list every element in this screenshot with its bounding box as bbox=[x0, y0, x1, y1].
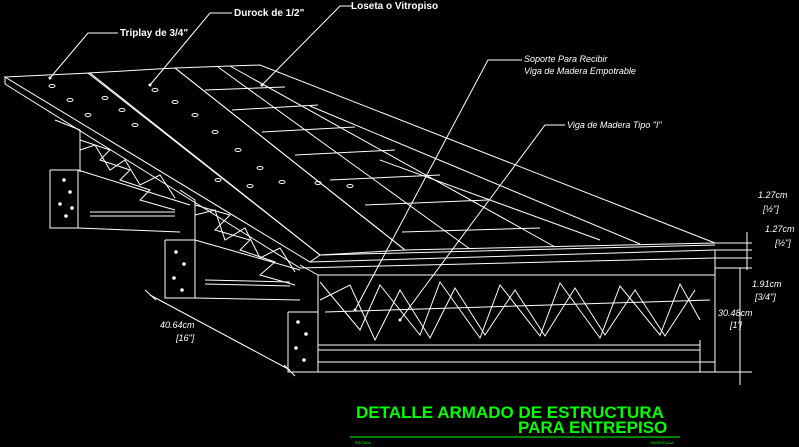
label-soporte-line2: Viga de Madera Empotrable bbox=[524, 66, 636, 76]
bolts-beam-middle bbox=[172, 250, 186, 292]
i-joist-beam-middle bbox=[164, 189, 301, 301]
dim-1-value: 1.27cm bbox=[758, 190, 788, 200]
label-viga-tipo: Viga de Madera Tipo "I" bbox=[567, 120, 663, 130]
dim-2-inch: [½"] bbox=[774, 238, 791, 248]
label-durock: Durock de 1/2" bbox=[234, 8, 305, 19]
dimension-lines bbox=[144, 232, 752, 385]
label-triplay: Triplay de 3/4" bbox=[120, 28, 188, 39]
bolts-beam-back bbox=[58, 178, 74, 218]
scale-label: ESCALA bbox=[355, 440, 371, 445]
dim-3-value: 1.91cm bbox=[752, 279, 782, 289]
title-line-1: DETALLE ARMADO DE ESTRUCTURA bbox=[356, 403, 664, 422]
label-soporte-line1: Soporte Para Recibir bbox=[524, 54, 609, 64]
slab-holes bbox=[48, 84, 354, 188]
i-joist-beam-front bbox=[287, 250, 716, 373]
tile-layer bbox=[173, 64, 716, 251]
i-joist-beam-back bbox=[49, 119, 191, 233]
dim-3-inch: [3/4"] bbox=[754, 292, 776, 302]
dim-2-value: 1.27cm bbox=[765, 224, 795, 234]
bolts-beam-front bbox=[294, 320, 308, 362]
leader-lines bbox=[49, 5, 565, 321]
dim-4-value: 30.48cm bbox=[718, 308, 753, 318]
leader-dots bbox=[48, 76, 402, 322]
dim-4-inch: [1'] bbox=[729, 320, 742, 330]
scale-value: SIN ESCALA bbox=[650, 440, 674, 445]
spacing-value: 40.64cm bbox=[160, 320, 195, 330]
label-loseta: Loseta o Vitropiso bbox=[351, 1, 438, 12]
spacing-inch: [16"] bbox=[175, 333, 195, 343]
triplay-slab bbox=[3, 72, 716, 269]
title-line-2: PARA ENTREPISO bbox=[518, 418, 667, 437]
dim-1-inch: [½"] bbox=[762, 204, 779, 214]
